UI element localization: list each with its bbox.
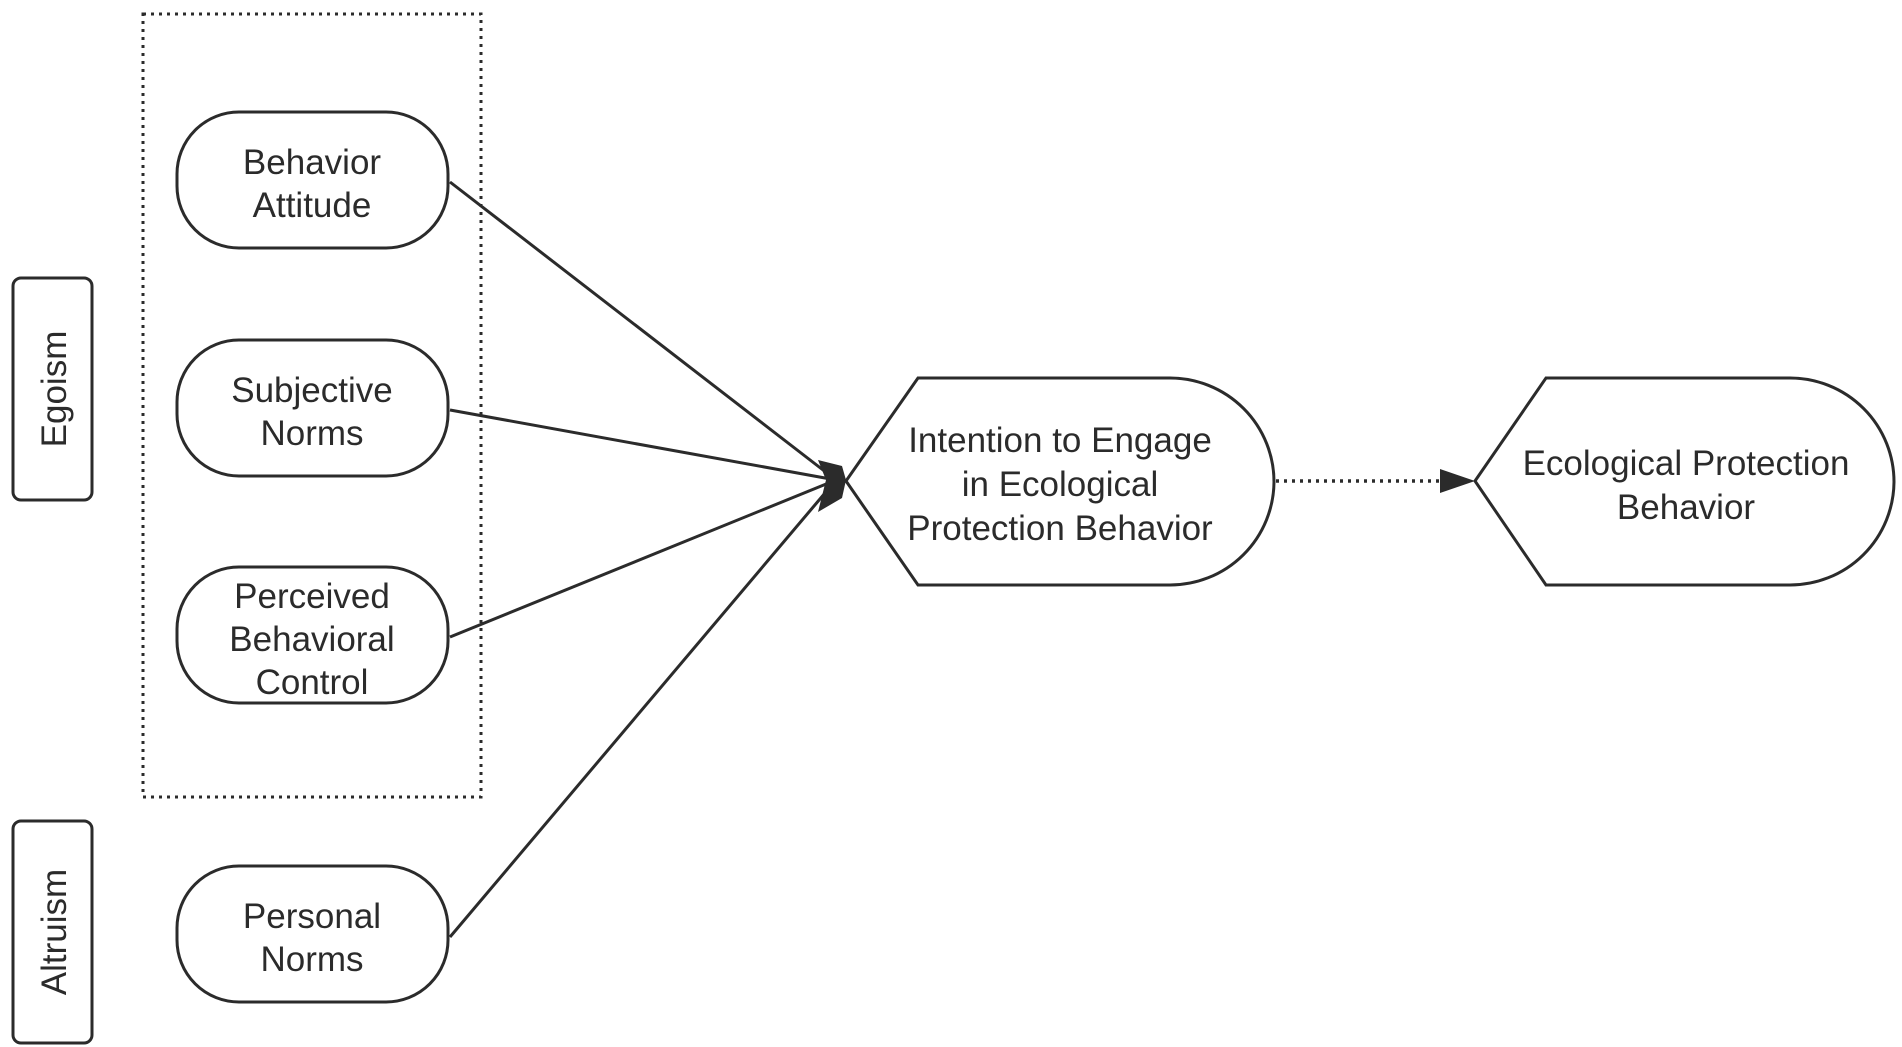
- node-behavior-attitude-line-1: Behavior: [243, 143, 381, 182]
- egoism-label: Egoism: [11, 276, 94, 502]
- egoism-label-text: Egoism: [35, 331, 74, 448]
- node-subjective-norms-shape: [175, 338, 450, 478]
- altruism-label-text: Altruism: [35, 869, 74, 995]
- node-behavior-attitude: Behavior Attitude: [175, 110, 450, 250]
- edge-behavior-attitude-to-intention: [449, 180, 837, 482]
- arrowhead-ecological: [1440, 469, 1475, 493]
- node-intention-line-1: Intention to Engage: [908, 421, 1212, 460]
- node-personal-norms-line-1: Personal: [243, 897, 381, 936]
- node-intention-shape: [844, 376, 1276, 587]
- node-perceived-behavioral-control-line-3: Control: [256, 663, 369, 702]
- node-behavior-attitude-shape: [175, 110, 450, 250]
- node-perceived-behavioral-control-line-1: Perceived: [234, 577, 390, 616]
- egoism-label-box: [11, 276, 94, 502]
- edge-personal-norms-to-intention: [448, 479, 838, 938]
- node-ecological-behavior-line-2: Behavior: [1617, 488, 1755, 527]
- node-perceived-behavioral-control: Perceived Behavioral Control: [175, 565, 450, 705]
- node-ecological-behavior-line-1: Ecological Protection: [1523, 444, 1850, 483]
- edge-subjective-norms-to-intention: [449, 408, 837, 482]
- node-subjective-norms-line-2: Norms: [260, 414, 363, 453]
- node-ecological-behavior-shape: [1473, 376, 1896, 587]
- node-behavior-attitude-line-2: Attitude: [253, 186, 372, 225]
- arrowhead-cluster: [818, 460, 846, 512]
- node-perceived-behavioral-control-line-2: Behavioral: [229, 620, 394, 659]
- node-personal-norms-line-2: Norms: [260, 940, 363, 979]
- node-personal-norms: Personal Norms: [175, 864, 450, 1004]
- node-perceived-behavioral-control-shape: [175, 565, 450, 705]
- node-intention-line-3: Protection Behavior: [907, 509, 1213, 548]
- node-subjective-norms-line-1: Subjective: [231, 371, 392, 410]
- node-intention: Intention to Engage in Ecological Protec…: [844, 376, 1276, 587]
- node-intention-line-2: in Ecological: [962, 465, 1159, 504]
- altruism-label-box: [11, 819, 94, 1045]
- edge-perceived-control-to-intention: [449, 478, 837, 639]
- egoism-group-box: [141, 12, 483, 799]
- node-subjective-norms: Subjective Norms: [175, 338, 450, 478]
- node-ecological-behavior: Ecological Protection Behavior: [1473, 376, 1896, 587]
- altruism-label: Altruism: [11, 819, 94, 1045]
- node-personal-norms-shape: [175, 864, 450, 1004]
